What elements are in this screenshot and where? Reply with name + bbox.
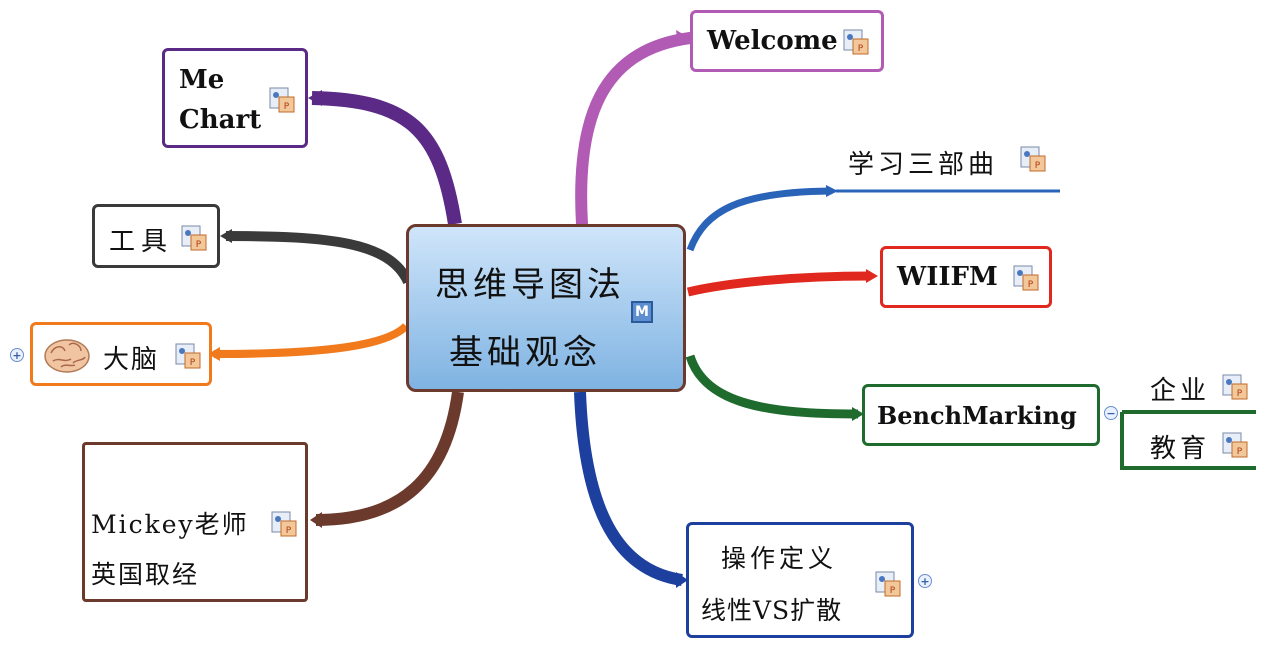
ppt-attachment-icon[interactable]: P xyxy=(173,341,203,371)
topic-mickey-line1: Mickey老师 xyxy=(91,510,249,539)
topic-brain-label: 大脑 xyxy=(103,345,160,375)
arrow-three-steps xyxy=(826,185,838,197)
topic-me-chart-line1: Me xyxy=(179,65,225,95)
ppt-attachment-icon[interactable]: P xyxy=(841,27,871,57)
arrow-wiifm xyxy=(866,269,878,283)
central-topic-line1: 思维导图法 xyxy=(435,265,625,305)
arrow-me-chart xyxy=(308,90,322,106)
ppt-attachment-icon[interactable]: P xyxy=(1018,144,1048,174)
branch-wiifm xyxy=(686,271,871,297)
svg-text:P: P xyxy=(1028,280,1034,290)
arrow-opdef xyxy=(676,572,688,588)
svg-text:P: P xyxy=(858,44,864,54)
svg-text:P: P xyxy=(286,526,292,536)
topic-brain[interactable]: 大脑 P xyxy=(30,322,212,386)
branch-benchmarking xyxy=(685,354,859,419)
expand-toggle-brain[interactable]: + xyxy=(10,348,24,362)
arrow-benchmarking xyxy=(852,407,864,421)
collapse-toggle-benchmarking[interactable]: − xyxy=(1104,406,1118,420)
svg-text:P: P xyxy=(284,102,290,112)
topic-benchmarking[interactable]: BenchMarking xyxy=(862,384,1100,446)
branch-opdef xyxy=(574,391,683,586)
expand-toggle-opdef[interactable]: + xyxy=(918,574,932,588)
topic-three-steps-label[interactable]: 学习三部曲 xyxy=(848,150,999,180)
svg-text:P: P xyxy=(1035,161,1041,171)
ppt-attachment-icon[interactable]: P xyxy=(873,569,903,599)
topic-opdef-line1: 操作定义 xyxy=(721,544,838,573)
branch-mickey xyxy=(315,391,464,526)
brain-icon xyxy=(43,337,91,375)
ppt-attachment-icon[interactable]: P xyxy=(1220,430,1250,460)
topic-operational-definition[interactable]: 操作定义 线性VS扩散 P xyxy=(686,522,914,638)
ppt-attachment-icon[interactable]: P xyxy=(1011,263,1041,293)
topic-me-chart-line2: Chart xyxy=(179,105,262,135)
arrow-tools xyxy=(220,229,232,243)
arrow-welcome xyxy=(676,30,690,46)
branch-education xyxy=(1120,412,1256,470)
topic-me-chart[interactable]: Me Chart P xyxy=(162,48,308,148)
topic-wiifm[interactable]: WIIFM P xyxy=(880,246,1052,308)
branch-brain xyxy=(213,323,409,358)
topic-wiifm-label: WIIFM xyxy=(897,262,998,292)
subtopic-enterprise-label[interactable]: 企业 xyxy=(1150,376,1211,406)
central-topic[interactable]: 思维导图法 基础观念 M xyxy=(406,224,686,392)
svg-text:P: P xyxy=(1237,447,1243,457)
topic-tools-label: 工具 xyxy=(109,227,174,257)
svg-text:P: P xyxy=(196,240,202,250)
svg-text:P: P xyxy=(190,358,196,368)
svg-text:P: P xyxy=(1237,389,1243,399)
topic-mickey-line2: 英国取经 xyxy=(91,560,200,589)
subtopic-education-label[interactable]: 教育 xyxy=(1150,434,1211,464)
topic-mickey[interactable]: Mickey老师 英国取经 P xyxy=(82,442,308,602)
topic-welcome-label: Welcome xyxy=(707,26,838,56)
arrow-mickey xyxy=(310,512,322,528)
central-topic-line2: 基础观念 xyxy=(449,333,601,373)
ppt-attachment-icon[interactable]: P xyxy=(267,85,297,115)
topic-benchmarking-label: BenchMarking xyxy=(877,401,1077,430)
topic-welcome[interactable]: Welcome P xyxy=(690,10,884,72)
arrow-brain xyxy=(208,347,220,361)
topic-opdef-line2: 线性VS扩散 xyxy=(701,596,843,625)
ppt-attachment-icon[interactable]: P xyxy=(1220,372,1250,402)
svg-text:P: P xyxy=(890,586,896,596)
branch-tools xyxy=(225,231,413,285)
m-marker-icon: M xyxy=(631,301,653,323)
ppt-attachment-icon[interactable]: P xyxy=(179,223,209,253)
ppt-attachment-icon[interactable]: P xyxy=(269,509,299,539)
branch-me-chart xyxy=(311,91,462,226)
topic-tools[interactable]: 工具 P xyxy=(92,204,220,268)
branch-three-steps xyxy=(686,187,831,252)
branch-welcome xyxy=(575,32,696,230)
